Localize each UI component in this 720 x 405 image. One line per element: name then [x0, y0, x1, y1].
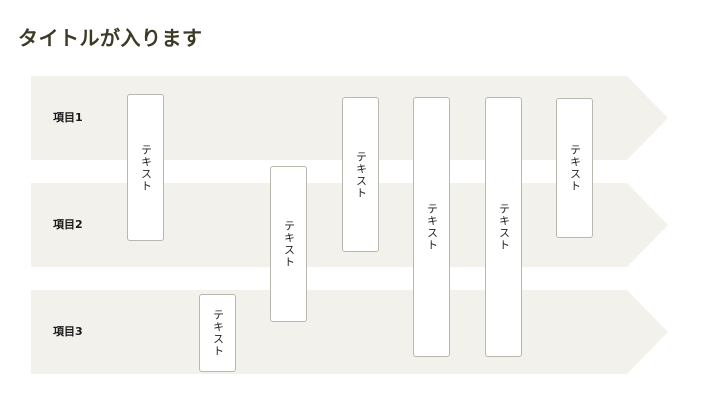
- box-text: テキスト: [497, 203, 511, 251]
- box-text: テキスト: [211, 309, 225, 357]
- page-title: タイトルが入ります: [18, 26, 203, 50]
- row-3-arrow: 項目3: [31, 290, 668, 374]
- text-box-5: テキスト: [413, 97, 450, 357]
- text-box-6: テキスト: [485, 97, 522, 357]
- text-box-3: テキスト: [270, 166, 307, 322]
- text-box-1: テキスト: [127, 94, 164, 241]
- box-text: テキスト: [282, 220, 296, 268]
- row-label: 項目3: [53, 325, 83, 338]
- text-box-7: テキスト: [556, 98, 593, 238]
- box-text: テキスト: [425, 203, 439, 251]
- row-label: 項目1: [53, 111, 83, 124]
- row-label: 項目2: [53, 218, 83, 231]
- text-box-2: テキスト: [199, 294, 236, 372]
- box-text: テキスト: [354, 150, 368, 199]
- arrow-shape-icon: [31, 290, 668, 374]
- box-text: テキスト: [568, 144, 582, 192]
- box-text: テキスト: [139, 143, 153, 192]
- text-box-4: テキスト: [342, 97, 379, 252]
